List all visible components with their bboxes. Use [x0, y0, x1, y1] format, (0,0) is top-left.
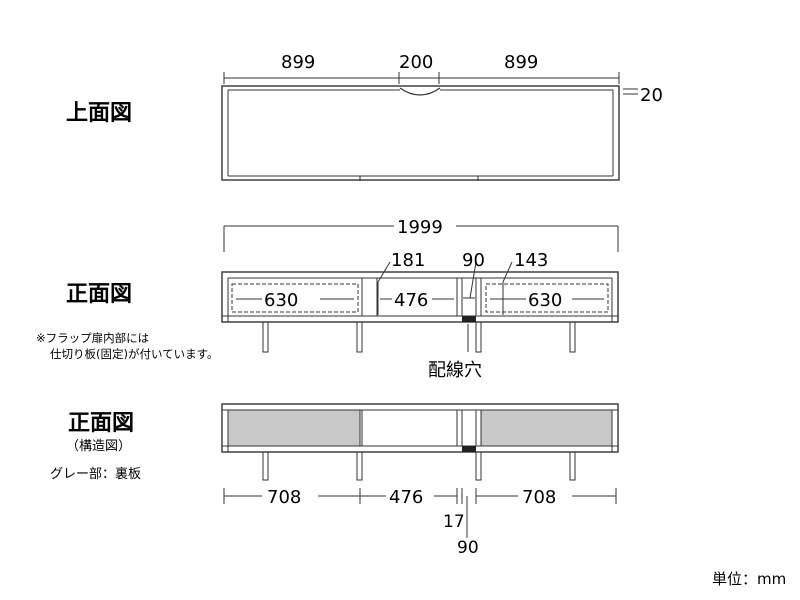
- note-line-1: ※フラップ扉内部には: [36, 331, 149, 345]
- front-view: [221, 225, 619, 353]
- top-dim-depth: 20: [640, 85, 663, 106]
- structure-dim-90: 90: [457, 538, 479, 558]
- structure-view-label: 正面図: [68, 411, 134, 436]
- top-dim-left: 899: [281, 52, 315, 73]
- wiring-hole-block: [462, 316, 476, 322]
- front-dim-90: 90: [462, 250, 485, 271]
- note-line-2: 仕切り板(固定)が付いています。: [50, 347, 218, 361]
- left-back-panel: [227, 409, 361, 447]
- unit-label: 単位：mm: [712, 570, 786, 588]
- wiring-hole-label: 配線穴: [428, 360, 482, 381]
- gray-part-label: グレー部：裏板: [50, 467, 141, 482]
- right-back-panel: [480, 409, 613, 447]
- structure-view: [221, 403, 619, 538]
- structure-dim-17: 17: [443, 512, 465, 532]
- front-view-label: 正面図: [66, 282, 132, 307]
- structure-dim-center: 476: [389, 487, 423, 508]
- front-dim-143: 143: [514, 250, 548, 271]
- top-view: [221, 72, 638, 181]
- top-view-label: 上面図: [66, 101, 132, 126]
- top-dim-right: 899: [504, 52, 538, 73]
- structure-sub-label: （構造図）: [66, 439, 131, 454]
- front-dim-center-inner: 476: [394, 290, 428, 311]
- front-dim-left-inner: 630: [264, 290, 298, 311]
- front-dim-total: 1999: [397, 217, 443, 238]
- front-dim-right-inner: 630: [528, 290, 562, 311]
- structure-dim-right: 708: [522, 487, 556, 508]
- front-dim-181: 181: [391, 250, 425, 271]
- structure-dim-left: 708: [267, 487, 301, 508]
- top-dim-center: 200: [399, 52, 433, 73]
- structure-wiring-block: [462, 446, 476, 452]
